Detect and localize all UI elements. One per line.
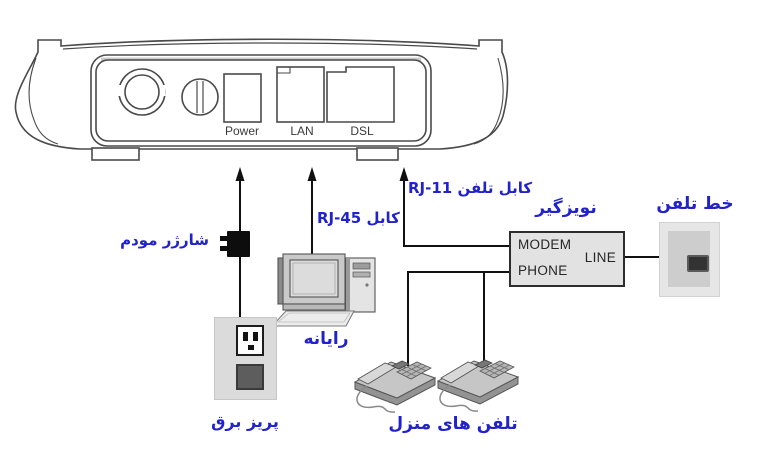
wires xyxy=(239,180,662,366)
splitter-modem-label: MODEM xyxy=(518,237,572,252)
modem-rear-view: Power LAN DSL xyxy=(14,38,509,161)
home-phone-2-icon xyxy=(437,359,519,412)
power-switch-icon xyxy=(181,78,219,116)
power-port-label: Power xyxy=(225,124,259,138)
modem-wire xyxy=(403,180,510,247)
rj11-cable-label: کابل تلفن RJ-11 xyxy=(408,179,533,197)
modem-top-rim xyxy=(62,42,478,50)
home-phone-1-icon xyxy=(354,360,436,413)
outlet-lower-socket xyxy=(236,364,264,390)
splitter-box: MODEM PHONE LINE xyxy=(509,231,625,287)
splitter-line-label: LINE xyxy=(584,250,616,265)
lan-arrow-icon xyxy=(307,167,317,181)
dsl-port-label: DSL xyxy=(350,124,374,138)
dsl-port xyxy=(326,66,395,123)
outlet-ground-hole xyxy=(248,345,254,350)
power-port xyxy=(223,73,262,123)
modem-right-contour xyxy=(473,57,504,145)
dsl-arrow-icon xyxy=(399,167,409,181)
computer-label: رایانه xyxy=(303,329,349,349)
adapter-prong-bottom xyxy=(220,246,228,251)
adapter-body xyxy=(227,231,250,257)
splitter-phone-label: PHONE xyxy=(518,263,568,278)
round-connector-icon xyxy=(117,68,166,116)
power-arrow-icon xyxy=(235,167,245,181)
arrowheads xyxy=(235,167,409,181)
wall-jack-plate xyxy=(668,231,710,287)
phone-line-label: خط تلفن xyxy=(656,194,734,214)
outlet-slot-right xyxy=(253,332,258,341)
noise-filter-label: نویزگیر xyxy=(535,198,597,218)
modem-foot-left xyxy=(91,147,140,161)
lan-port xyxy=(276,66,325,123)
wall-jack-socket-icon xyxy=(687,255,709,272)
outlet-slot-left xyxy=(243,332,248,341)
outlet-socket-icon xyxy=(236,325,264,356)
charger-label: شارژر مودم xyxy=(120,231,209,249)
outlet-label: پریز برق xyxy=(211,412,279,431)
rj45-cable-label: کابل RJ-45 xyxy=(317,209,400,227)
lan-port-label: LAN xyxy=(290,124,313,138)
computer-icon xyxy=(270,253,376,327)
wall-jack xyxy=(659,222,720,297)
adapter-prong-top xyxy=(220,236,228,241)
modem-left-contour xyxy=(28,57,59,145)
home-phones-label: تلفن های منزل xyxy=(388,414,518,434)
power-outlet xyxy=(214,317,277,400)
phone-wire-1 xyxy=(407,271,510,366)
modem-foot-right xyxy=(356,147,399,161)
